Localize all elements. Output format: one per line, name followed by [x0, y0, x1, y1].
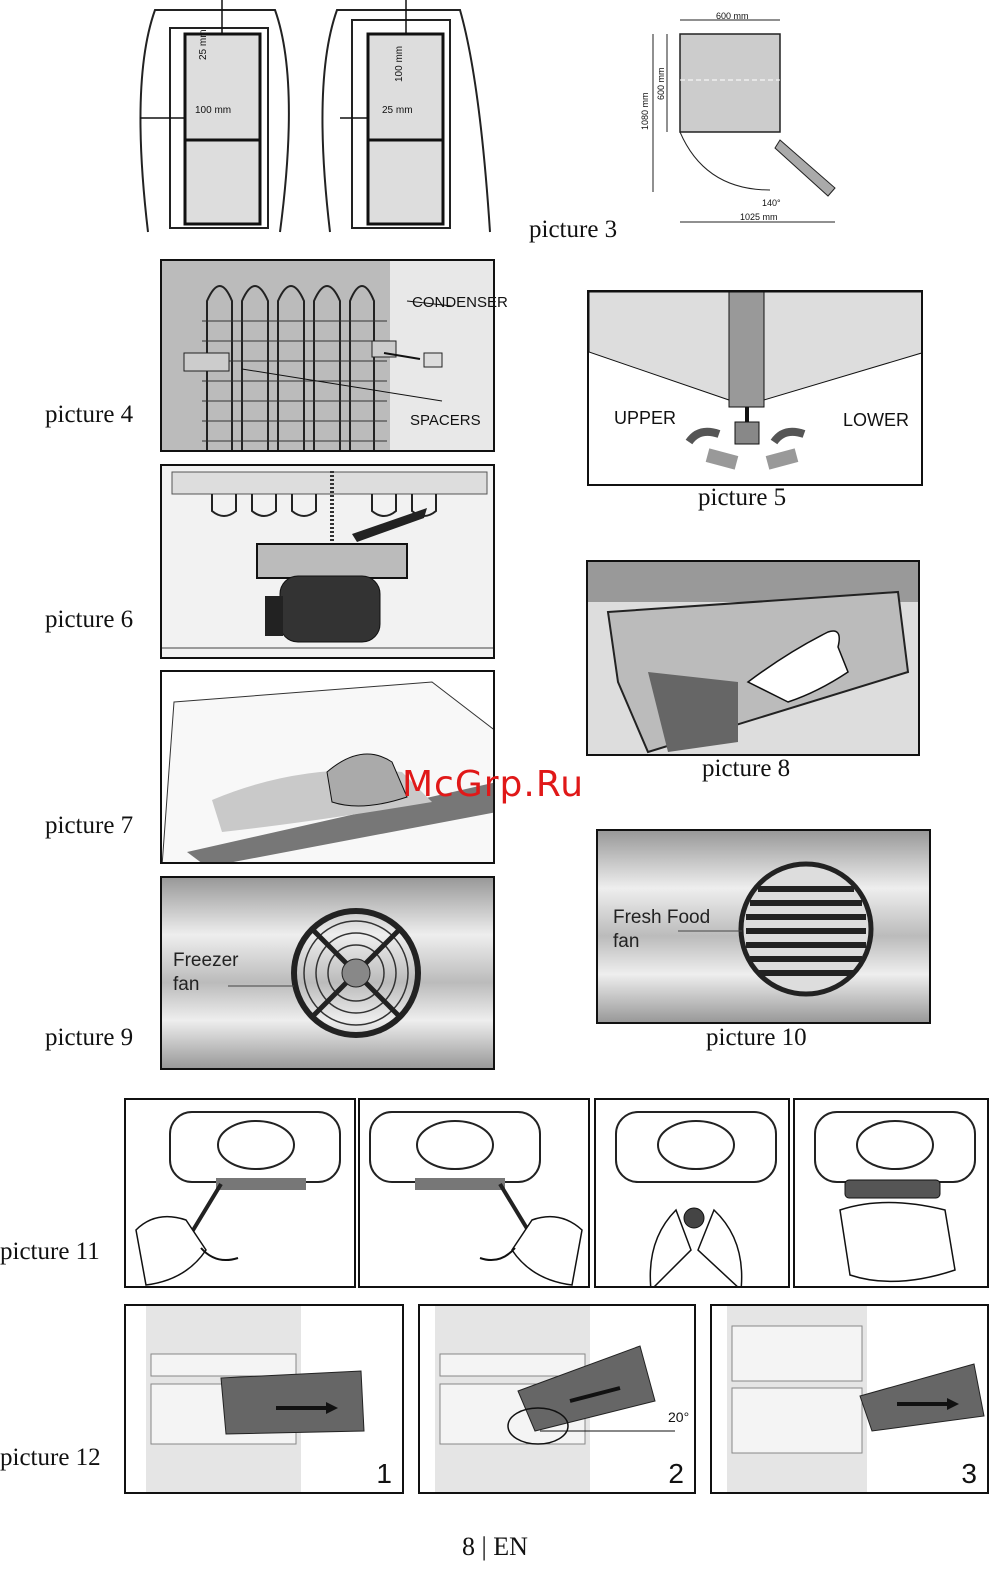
caption-picture9: picture 9 — [45, 1024, 133, 1052]
tilt-angle: 20° — [668, 1409, 689, 1425]
width-label: 600 mm — [716, 11, 749, 21]
depth-label: 600 mm — [656, 67, 666, 100]
condenser-label: CONDENSER — [412, 294, 508, 311]
picture9-freezer-fan — [160, 876, 495, 1070]
upper-label: UPPER — [614, 408, 676, 429]
watermark: McGrp.Ru — [402, 764, 584, 805]
caption-picture6: picture 6 — [45, 606, 133, 634]
freshfood-fan-label-2: fan — [613, 931, 639, 953]
door-opening-diagram — [635, 10, 845, 230]
height-label: 1080 mm — [640, 92, 650, 130]
footer-language: EN — [493, 1532, 528, 1561]
page-footer: 8 | EN — [0, 1532, 990, 1562]
caption-picture11: picture 11 — [0, 1238, 100, 1266]
top-gap-left: 25 mm — [198, 29, 209, 60]
picture11-panel-4 — [793, 1098, 989, 1288]
fridge-clearance-diagram — [130, 0, 500, 240]
step-number-2: 2 — [668, 1458, 684, 1490]
picture11-panel-3 — [594, 1098, 790, 1288]
step-number-3: 3 — [961, 1458, 977, 1490]
picture11-panel-2 — [358, 1098, 590, 1288]
angle-label: 140° — [762, 198, 781, 208]
top-gap-right: 100 mm — [394, 46, 405, 82]
caption-picture8: picture 8 — [702, 755, 790, 783]
caption-picture7: picture 7 — [45, 812, 133, 840]
caption-picture5: picture 5 — [698, 484, 786, 512]
side-gap-right: 25 mm — [382, 105, 413, 116]
footer-separator: | — [482, 1532, 487, 1561]
freezer-fan-label-1: Freezer — [173, 950, 238, 972]
picture8-drawer — [586, 560, 920, 756]
side-gap-left: 100 mm — [195, 105, 231, 116]
step-number-1: 1 — [376, 1458, 392, 1490]
picture12-step-3: 3 — [710, 1304, 989, 1494]
caption-picture3: picture 3 — [529, 216, 617, 244]
caption-picture4: picture 4 — [45, 401, 133, 429]
picture11-panel-1 — [124, 1098, 356, 1288]
page-number: 8 — [462, 1532, 475, 1561]
freezer-fan-label-2: fan — [173, 974, 199, 996]
picture12-step-2: 20° 2 — [418, 1304, 696, 1494]
picture6-compressor — [160, 464, 495, 659]
total-label: 1025 mm — [740, 212, 778, 222]
picture12-step-1: 1 — [124, 1304, 404, 1494]
caption-picture10: picture 10 — [706, 1024, 807, 1052]
lower-label: LOWER — [843, 410, 909, 431]
freshfood-fan-label-1: Fresh Food — [613, 907, 710, 929]
spacers-label: SPACERS — [410, 412, 481, 429]
caption-picture12: picture 12 — [0, 1444, 101, 1472]
picture5-feet — [587, 290, 923, 486]
